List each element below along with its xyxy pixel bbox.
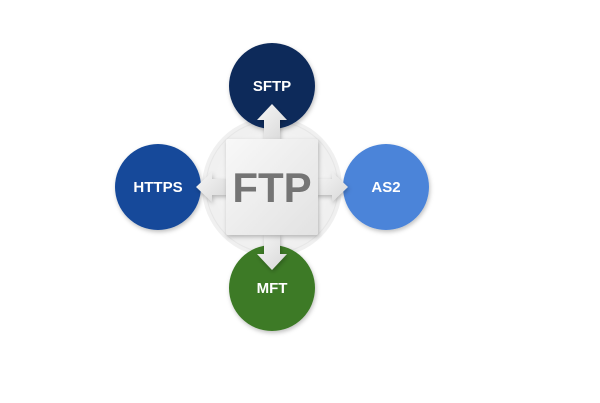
- arrow-up: [257, 104, 287, 140]
- node-https-circle: [115, 144, 201, 230]
- node-sftp-circle: [229, 43, 315, 129]
- arrow-down: [257, 234, 287, 270]
- center-label: FTP: [232, 164, 311, 211]
- node-as2: [343, 144, 429, 230]
- arrow-right: [316, 172, 348, 202]
- arrow-left: [196, 172, 228, 202]
- node-as2-label: AS2: [371, 179, 400, 196]
- center-box: [226, 139, 318, 235]
- node-as2-circle: [343, 144, 429, 230]
- node-mft: [229, 245, 315, 331]
- node-mft-circle: [229, 245, 315, 331]
- node-sftp: [229, 43, 315, 129]
- node-https: [115, 144, 201, 230]
- node-https-label: HTTPS: [133, 179, 182, 196]
- node-mft-label: MFT: [257, 280, 288, 297]
- node-sftp-label: SFTP: [253, 78, 291, 95]
